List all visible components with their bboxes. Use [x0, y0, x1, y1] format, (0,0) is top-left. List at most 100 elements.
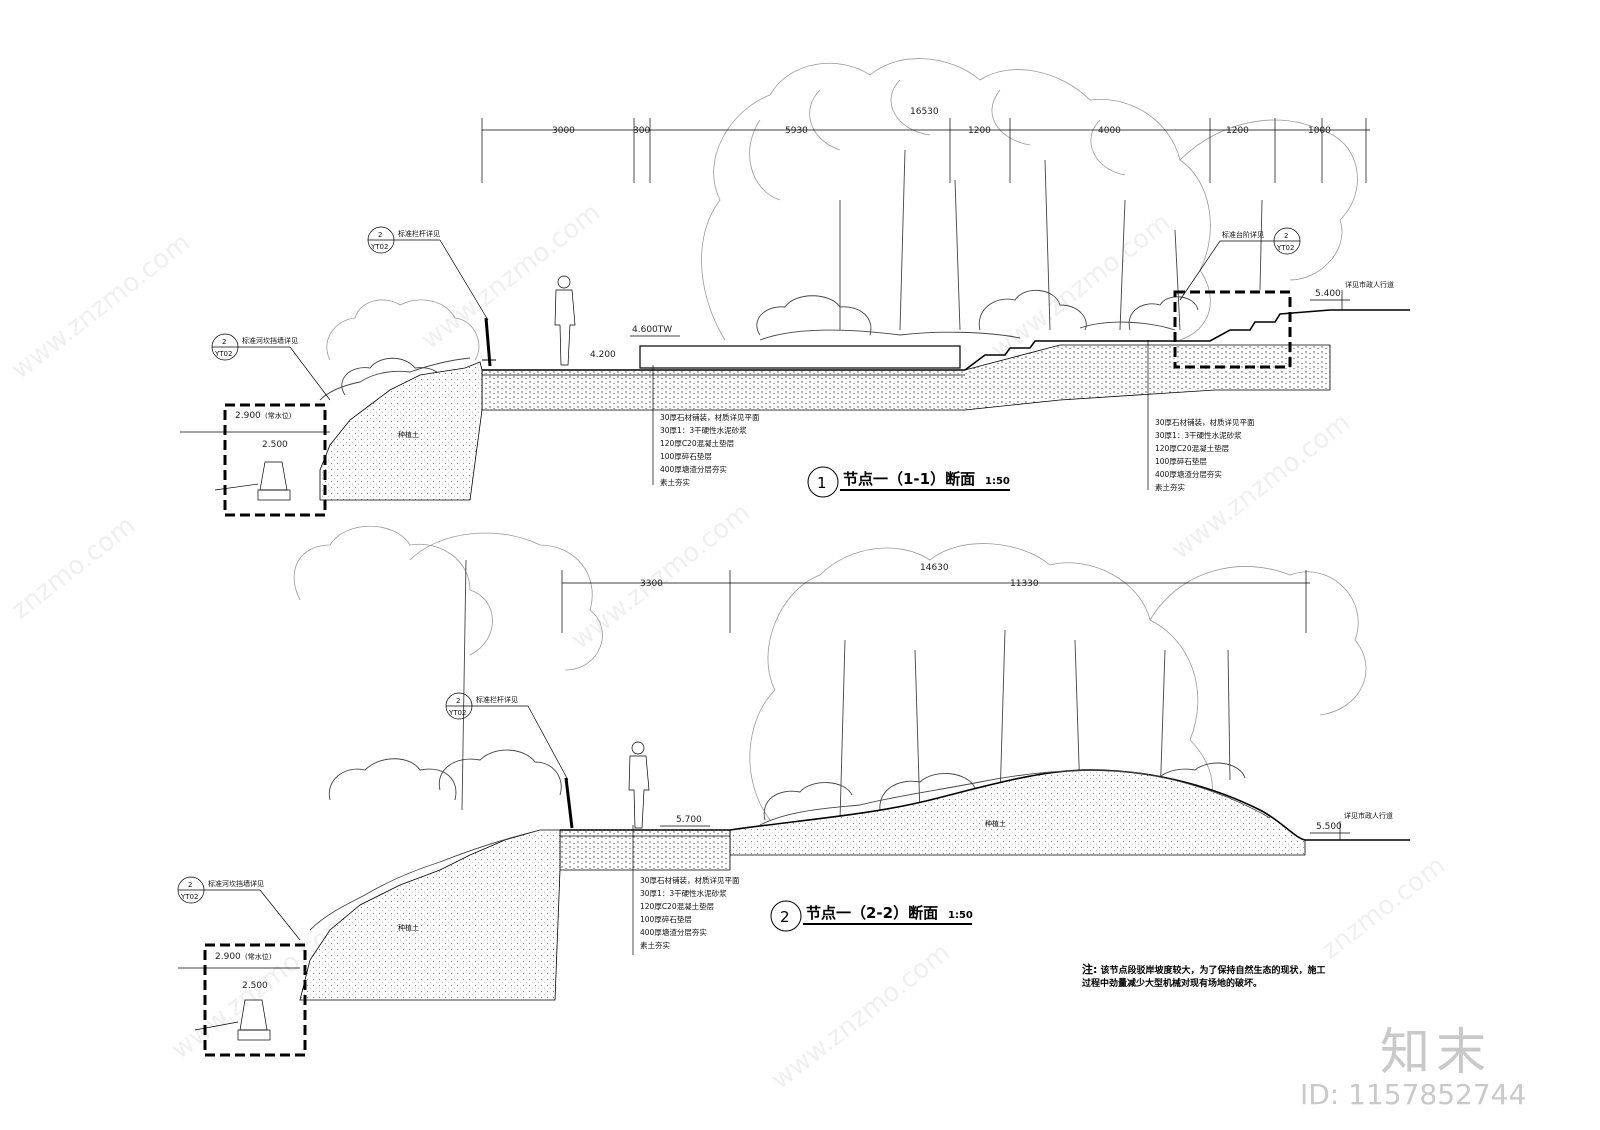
svg-text:120厚C20混凝土垫层: 120厚C20混凝土垫层	[660, 438, 735, 448]
section-2-dimension-line: 14630 3300 11330	[561, 563, 1310, 633]
svg-text:标准台阶详见: 标准台阶详见	[1222, 230, 1264, 239]
section-2-title: 2 节点一（2-2）断面 1:50	[770, 900, 973, 932]
footing	[194, 999, 271, 1041]
footing	[214, 461, 291, 501]
dimension-value: 3300	[640, 579, 663, 589]
dimension-value: 5930	[785, 126, 808, 136]
section-2-trees	[293, 526, 1367, 826]
svg-text:素土夯实: 素土夯实	[660, 477, 690, 487]
watermark-text: znzmo.com	[1316, 851, 1451, 966]
svg-text:1:50: 1:50	[948, 910, 973, 921]
callout-road: 详见市政人行道	[1344, 811, 1393, 820]
level-water-note: (常水位)	[265, 411, 292, 420]
level-markers: 2.900 (常水位) 2.500 5.700 5.500	[215, 815, 1350, 991]
detail-box-river-wall	[223, 403, 327, 517]
raised-wall	[639, 345, 961, 369]
watermark-text: www.znzmo.com	[566, 498, 756, 656]
svg-text:YT02: YT02	[370, 243, 388, 251]
detail-box-river-wall	[203, 943, 307, 1057]
svg-text:节点一（2-2）断面: 节点一（2-2）断面	[806, 904, 938, 922]
total-dimension: 16530	[910, 107, 939, 117]
svg-text:1: 1	[817, 474, 827, 492]
railing-post	[564, 777, 574, 829]
svg-text:400厚塘渣分层夯实: 400厚塘渣分层夯实	[640, 927, 707, 937]
image-id: ID: 1157852744	[1300, 1078, 1527, 1111]
watermark-text: www.znzmo.com	[766, 938, 956, 1096]
dimension-value: 11330	[1010, 579, 1039, 589]
svg-text:2: 2	[456, 697, 460, 705]
svg-text:标准河坎挡墙详见: 标准河坎挡墙详见	[242, 336, 298, 345]
callout-railing: 2 YT02 标准栏杆详见	[367, 226, 489, 321]
svg-text:30厚石材铺装，材质详见平面: 30厚石材铺装，材质详见平面	[640, 875, 740, 885]
mound-terrain	[729, 769, 1306, 856]
dimension-value: 4000	[1098, 126, 1121, 136]
level-water: 2.900	[235, 411, 261, 421]
svg-text:YT02: YT02	[214, 350, 232, 358]
svg-text:标准栏杆详见: 标准栏杆详见	[476, 695, 518, 704]
svg-text:2: 2	[188, 881, 192, 889]
watermark-text: www.znzmo.com	[416, 198, 606, 356]
callout-soil: 种植土	[398, 923, 419, 932]
watermark-text: www.znzmo.com	[6, 228, 196, 386]
svg-text:30厚1：3干硬性水泥砂浆: 30厚1：3干硬性水泥砂浆	[640, 888, 727, 898]
svg-text:标准河坎挡墙详见: 标准河坎挡墙详见	[208, 879, 264, 888]
section-1-trees	[326, 58, 1358, 396]
dimension-value: 300	[633, 126, 650, 136]
total-dimension: 14630	[920, 563, 949, 573]
svg-text:YT02: YT02	[180, 893, 198, 901]
note-text: 该节点段驳岸坡度较大，为了保持自然生态的现状，施工过程中劲量减少大型机械对现有场…	[1082, 966, 1326, 989]
svg-text:标准栏杆详见: 标准栏杆详见	[398, 229, 440, 238]
level-deck: 5.700	[676, 815, 702, 825]
human-figure	[628, 741, 650, 829]
watermark-text: znzmo.com	[6, 511, 141, 626]
layer-stack-left: 30厚石材铺装，材质详见平面 30厚1：3干硬性水泥砂浆 120厚C20混凝土垫…	[652, 365, 760, 487]
svg-text:素土夯实: 素土夯实	[1155, 482, 1185, 492]
svg-text:400厚塘渣分层夯实: 400厚塘渣分层夯实	[1155, 469, 1222, 479]
dimension-value: 3000	[552, 126, 575, 136]
callout-river-wall: 2 YT02 标准河坎挡墙详见	[177, 876, 301, 941]
riverbank-slope	[319, 361, 483, 501]
dimension-value: 1200	[968, 126, 991, 136]
section-1-dimension-line: 16530 3000 300 5930 1200 4000 1200 1000	[481, 107, 1370, 183]
callout-soil: 种植土	[398, 430, 419, 439]
svg-text:30厚石材铺装，材质详见平面: 30厚石材铺装，材质详见平面	[660, 412, 760, 422]
level-footing: 2.500	[262, 440, 288, 450]
dimension-value: 1000	[1308, 126, 1331, 136]
human-figure	[554, 275, 576, 366]
callout-soil: 种植土	[985, 819, 1006, 828]
svg-text:100厚碎石垫层: 100厚碎石垫层	[1155, 456, 1207, 466]
level-water-note: (常水位)	[245, 952, 272, 961]
level-footing: 2.500	[242, 981, 268, 991]
svg-text:30厚1：3干硬性水泥砂浆: 30厚1：3干硬性水泥砂浆	[660, 425, 747, 435]
svg-text:节点一（1-1）断面: 节点一（1-1）断面	[843, 470, 975, 488]
callout-road: 详见市政人行道	[1345, 280, 1394, 289]
svg-text:1:50: 1:50	[985, 476, 1010, 487]
svg-text:400厚塘渣分层夯实: 400厚塘渣分层夯实	[660, 464, 727, 474]
section-2-drawing: 14630 3300 11330 2.900 (常水位) 2.	[177, 526, 1410, 1057]
svg-text:120厚C20混凝土垫层: 120厚C20混凝土垫层	[640, 901, 715, 911]
railing-post	[482, 317, 496, 367]
paving-section	[481, 344, 1331, 411]
svg-text:2: 2	[222, 338, 226, 346]
construction-note: 注: 该节点段驳岸坡度较大，为了保持自然生态的现状，施工过程中劲量减少大型机械对…	[1082, 963, 1332, 991]
svg-text:100厚碎石垫层: 100厚碎石垫层	[660, 451, 712, 461]
callout-steps: 2 YT02 标准台阶详见	[1179, 227, 1301, 301]
callout-river-wall: 2 YT02 标准河坎挡墙详见	[211, 333, 331, 401]
watermark-text: www.znzmo.com	[986, 208, 1176, 366]
section-1-title: 1 节点一（1-1）断面 1:50	[807, 466, 1010, 498]
svg-text:100厚碎石垫层: 100厚碎石垫层	[640, 914, 692, 924]
detail-box-steps	[1173, 290, 1292, 369]
level-road: 5.500	[1316, 822, 1342, 832]
svg-text:2: 2	[1284, 232, 1288, 240]
level-road: 5.400	[1315, 289, 1341, 299]
section-1-drawing: 16530 3000 300 5930 1200 4000 1200 1000	[180, 58, 1410, 517]
level-wall: 4.600TW	[632, 325, 672, 335]
layer-stack-right: 30厚石材铺装，材质详见平面 30厚1：3干硬性水泥砂浆 120厚C20混凝土垫…	[1147, 340, 1255, 492]
svg-text:YT02: YT02	[1276, 244, 1294, 252]
svg-text:素土夯实: 素土夯实	[640, 940, 670, 950]
svg-text:2: 2	[378, 231, 382, 239]
callout-railing: 2 YT02 标准栏杆详见	[445, 692, 569, 781]
svg-text:YT02: YT02	[448, 709, 466, 717]
level-markers: 2.900 (常水位) 2.500 4.200 4.600TW 5.400	[235, 289, 1350, 450]
layer-stack: 30厚石材铺装，材质详见平面 30厚1：3干硬性水泥砂浆 120厚C20混凝土垫…	[632, 825, 740, 955]
